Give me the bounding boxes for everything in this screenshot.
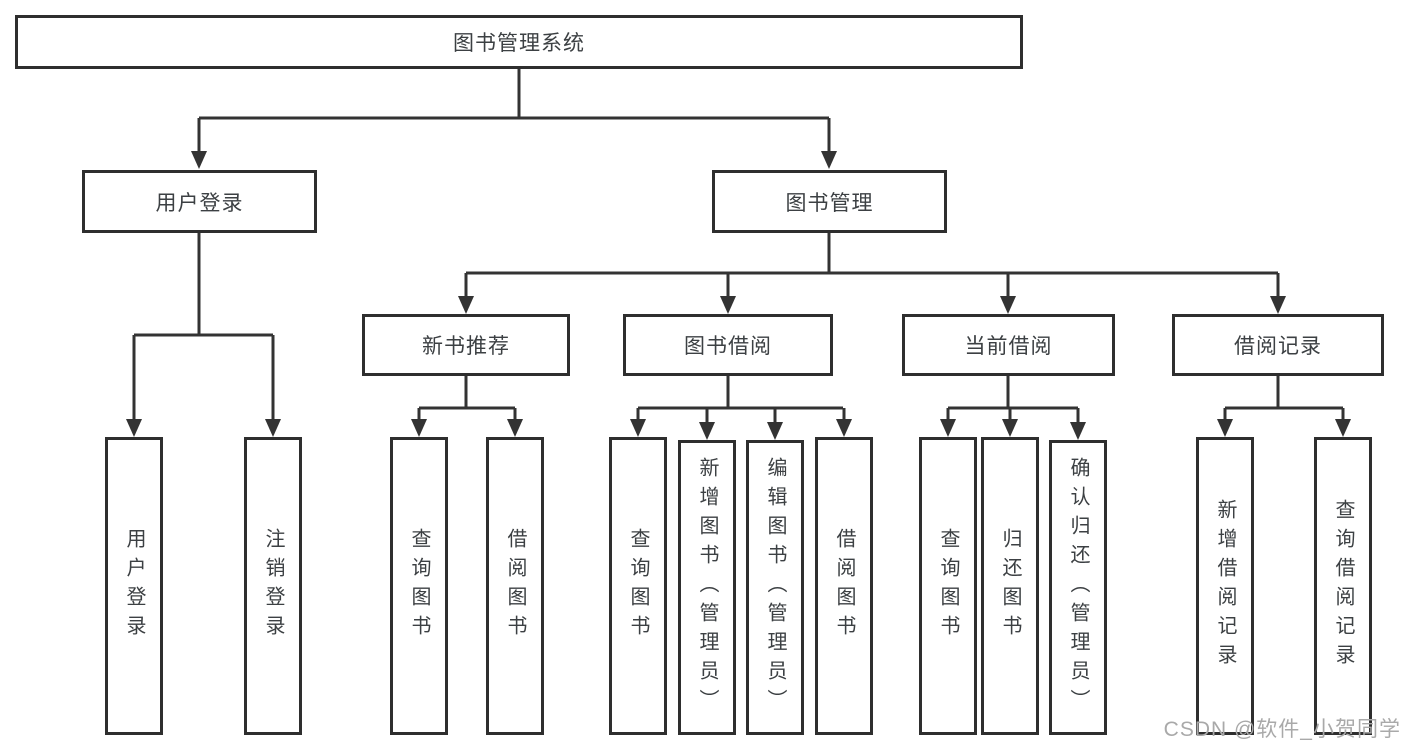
node-book-borrowing: 图书借阅 (623, 314, 833, 376)
node-current-borrowing: 当前借阅 (902, 314, 1115, 376)
node-new-book-recommend: 新书推荐 (362, 314, 570, 376)
leaf-current-query-books: 查询图书 (919, 437, 977, 735)
leaf-edit-books-admin: 编辑图书（管理员） (746, 440, 804, 735)
node-user-login: 用户登录 (82, 170, 317, 233)
leaf-recommend-borrow-books: 借阅图书 (486, 437, 544, 735)
connector-root-drop (134, 68, 1343, 410)
node-root-library-system: 图书管理系统 (15, 15, 1023, 69)
leaf-user-login: 用户登录 (105, 437, 163, 735)
leaf-return-books: 归还图书 (981, 437, 1039, 735)
leaf-borrowing-borrow-books: 借阅图书 (815, 437, 873, 735)
arrowheads (126, 118, 1351, 440)
node-borrowing-records: 借阅记录 (1172, 314, 1384, 376)
leaf-add-borrow-record: 新增借阅记录 (1196, 437, 1254, 735)
leaf-recommend-query-books: 查询图书 (390, 437, 448, 735)
leaf-confirm-return-admin: 确认归还（管理员） (1049, 440, 1107, 735)
leaf-logout: 注销登录 (244, 437, 302, 735)
csdn-watermark: CSDN @软件_小贺同学 (1163, 718, 1401, 741)
leaf-add-books-admin: 新增图书（管理员） (678, 440, 736, 735)
leaf-borrowing-query-books: 查询图书 (609, 437, 667, 735)
leaf-query-borrow-record: 查询借阅记录 (1314, 437, 1372, 735)
node-book-management: 图书管理 (712, 170, 947, 233)
